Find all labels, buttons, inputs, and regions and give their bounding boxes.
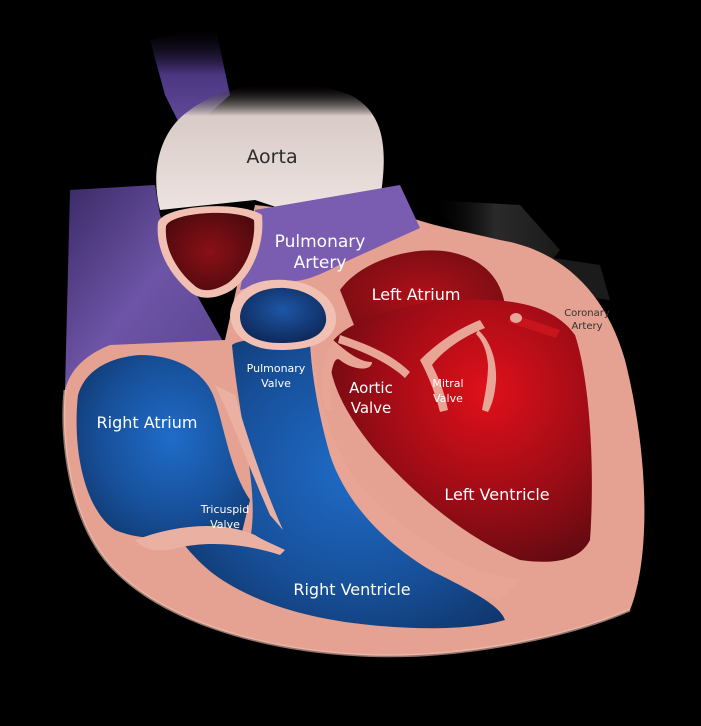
tricuspid-chorda xyxy=(215,385,283,530)
mitral-valve-chorda xyxy=(476,330,497,412)
label-left-atrium: Left Atrium xyxy=(372,285,461,304)
right-atrium xyxy=(76,355,250,540)
label-pulmonary-valve-2: Valve xyxy=(261,377,291,390)
coronary-artery-opening xyxy=(510,313,522,323)
aortic-valve-cusp xyxy=(338,335,410,378)
label-right-atrium: Right Atrium xyxy=(97,413,198,432)
aorta-root xyxy=(165,212,255,291)
label-aortic-valve-1: Aortic xyxy=(349,379,393,397)
aortic-valve-leaflet xyxy=(322,340,372,410)
label-pulmonary-valve-1: Pulmonary xyxy=(247,362,306,375)
label-coronary-artery-1: Coronary xyxy=(564,308,610,319)
label-pulmonary-artery-2: Artery xyxy=(294,253,347,273)
label-left-ventricle: Left Ventricle xyxy=(444,485,549,504)
label-aortic-valve-2: Valve xyxy=(351,399,392,417)
septum xyxy=(296,345,520,600)
label-tricuspid-valve-2: Valve xyxy=(210,518,240,531)
label-right-ventricle: Right Ventricle xyxy=(293,580,410,599)
label-pulmonary-artery-1: Pulmonary xyxy=(275,232,366,252)
aorta-arch xyxy=(156,83,384,215)
mitral-valve-leaflet xyxy=(420,320,485,412)
tricuspid-valve-leaflet xyxy=(135,525,285,555)
label-tricuspid-valve-1: Tricuspid xyxy=(200,503,249,516)
label-mitral-valve-2: Valve xyxy=(433,392,463,405)
superior-vena-cava xyxy=(65,185,225,390)
right-ventricle xyxy=(180,339,505,629)
label-coronary-artery-2: Artery xyxy=(571,321,602,332)
heart-wall-outline xyxy=(62,389,631,658)
label-mitral-valve-1: Mitral xyxy=(432,377,463,390)
pulmonary-valve-chamber xyxy=(240,287,327,343)
label-aorta: Aorta xyxy=(246,146,297,168)
pulmonary-artery xyxy=(240,185,420,290)
